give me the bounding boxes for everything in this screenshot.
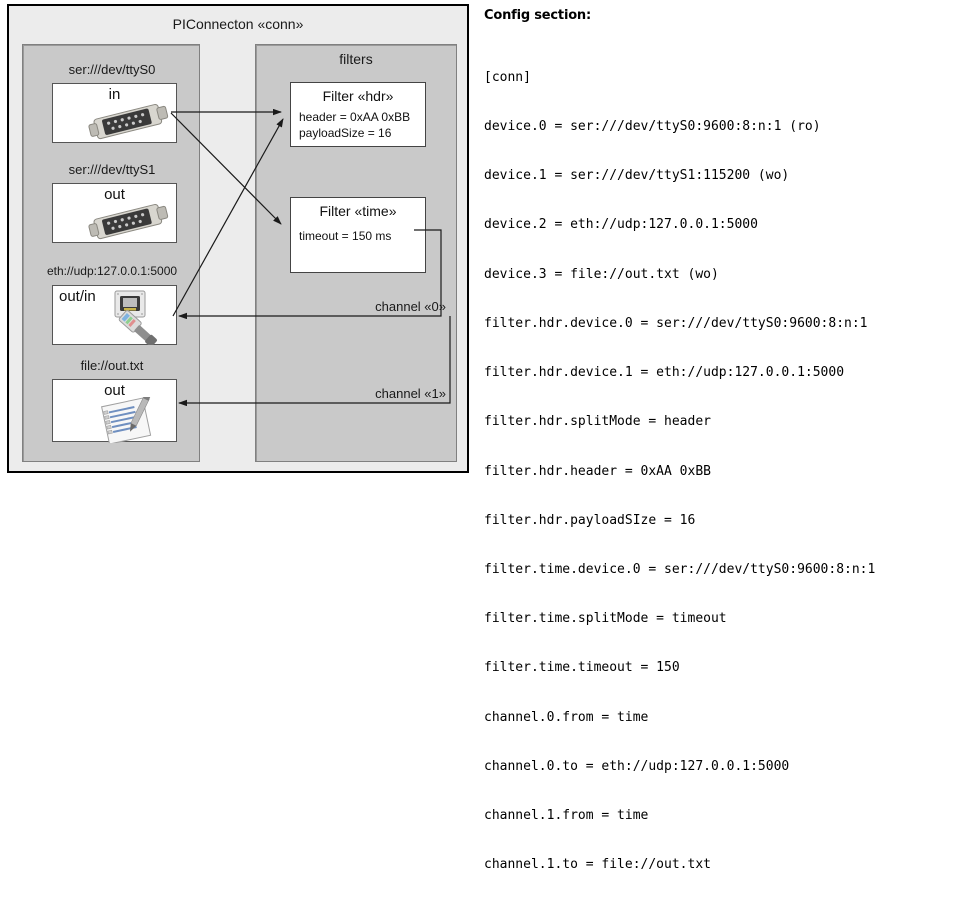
channel-label-0: channel «0»: [375, 299, 446, 314]
screenshot-root: PIConnecton «conn» ser:///dev/ttyS0 in: [7, 4, 875, 872]
config-line: filter.hdr.device.0 = ser:///dev/ttyS0:9…: [484, 315, 868, 331]
device-direction-ttyS0: in: [108, 86, 121, 103]
config-line: filter.hdr.splitMode = header: [484, 414, 711, 430]
config-line: device.3 = file://out.txt (wo): [484, 266, 719, 282]
device-box-file[interactable]: out: [52, 379, 177, 443]
device-box-ttyS1[interactable]: out: [52, 183, 177, 243]
filter-attr-hdr-header: header = 0xAA 0xBB: [299, 110, 411, 124]
device-label-eth: eth://udp:127.0.0.1:5000: [46, 264, 178, 278]
config-line: channel.0.to = eth://udp:127.0.0.1:5000: [484, 758, 790, 774]
config-lines: [conn] device.0 = ser:///dev/ttyS0:9600:…: [484, 37, 954, 907]
channel-label-1: channel «1»: [375, 386, 446, 401]
serial-port-icon: [88, 203, 169, 240]
config-line: filter.hdr.device.1 = eth://udp:127.0.0.…: [484, 365, 845, 381]
serial-port-icon: [88, 103, 169, 140]
filter-title-time: Filter «time»: [319, 203, 397, 219]
device-box-eth[interactable]: out/in: [52, 285, 177, 345]
filters-panel-title: filters: [339, 51, 373, 67]
filter-box-hdr[interactable]: Filter «hdr» header = 0xAA 0xBB payloadS…: [290, 82, 426, 147]
text-file-icon: [101, 397, 152, 443]
filters-panel: filters Filter «hdr» header = 0xAA 0xBB …: [255, 44, 457, 462]
device-label-file: file://out.txt: [80, 358, 144, 373]
config-heading: Config section:: [484, 8, 591, 23]
config-section: Config section: [conn] device.0 = ser://…: [484, 8, 954, 907]
config-line: device.1 = ser:///dev/ttyS1:115200 (wo): [484, 168, 790, 184]
filter-attr-time-timeout: timeout = 150 ms: [299, 229, 392, 243]
config-line: channel.0.from = time: [484, 709, 649, 725]
device-direction-ttyS1: out: [104, 186, 125, 203]
config-line: filter.time.timeout = 150: [484, 660, 680, 676]
diagram-container: PIConnecton «conn» ser:///dev/ttyS0 in: [7, 4, 469, 473]
config-line: filter.hdr.payloadSIze = 16: [484, 512, 696, 528]
config-line: filter.time.splitMode = timeout: [484, 611, 727, 627]
filter-attr-hdr-payload: payloadSize = 16: [299, 126, 392, 140]
ethernet-plug-icon: [114, 290, 157, 345]
devices-panel: ser:///dev/ttyS0 in: [22, 44, 200, 462]
device-label-ttyS1: ser:///dev/ttyS1: [68, 162, 156, 177]
config-line: channel.1.from = time: [484, 808, 649, 824]
device-label-ttyS0: ser:///dev/ttyS0: [68, 62, 156, 77]
diagram-title: PIConnecton «conn»: [172, 16, 304, 32]
config-line: filter.time.device.0 = ser:///dev/ttyS0:…: [484, 562, 876, 577]
config-line: [conn]: [484, 69, 531, 85]
device-box-ttyS0[interactable]: in: [52, 83, 177, 143]
config-line: channel.1.to = file://out.txt: [484, 857, 711, 873]
config-line: device.0 = ser:///dev/ttyS0:9600:8:n:1 (…: [484, 119, 821, 135]
filter-box-time[interactable]: Filter «time» timeout = 150 ms: [290, 197, 426, 273]
config-line: device.2 = eth://udp:127.0.0.1:5000: [484, 217, 758, 233]
config-line: filter.hdr.header = 0xAA 0xBB: [484, 463, 711, 479]
filter-title-hdr: Filter «hdr»: [322, 88, 394, 104]
